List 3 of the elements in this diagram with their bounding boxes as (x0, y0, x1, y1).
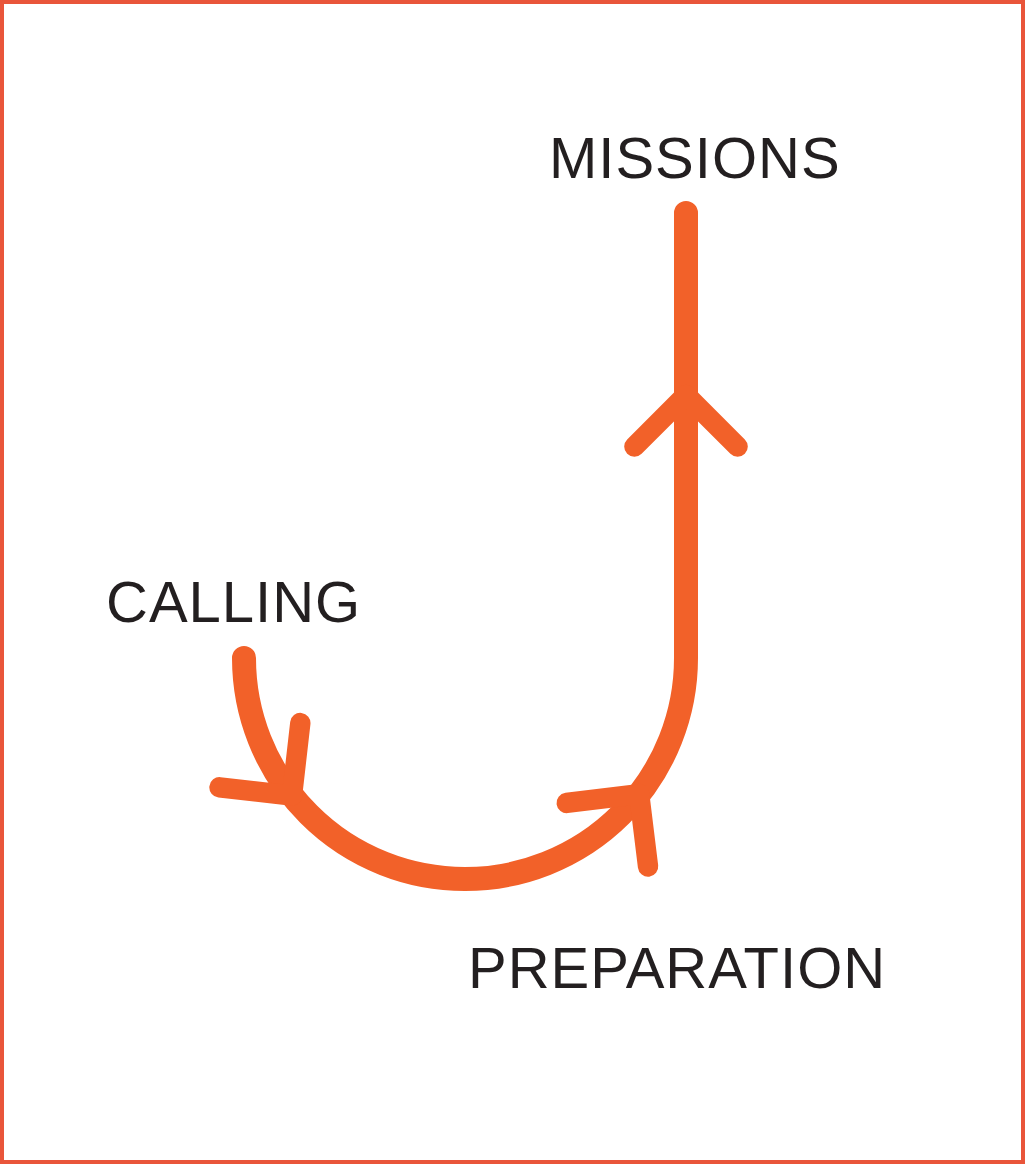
stage-label: CALLING (106, 573, 362, 631)
stage-label: PREPARATION (468, 939, 887, 997)
stage-label: MISSIONS (549, 129, 841, 187)
